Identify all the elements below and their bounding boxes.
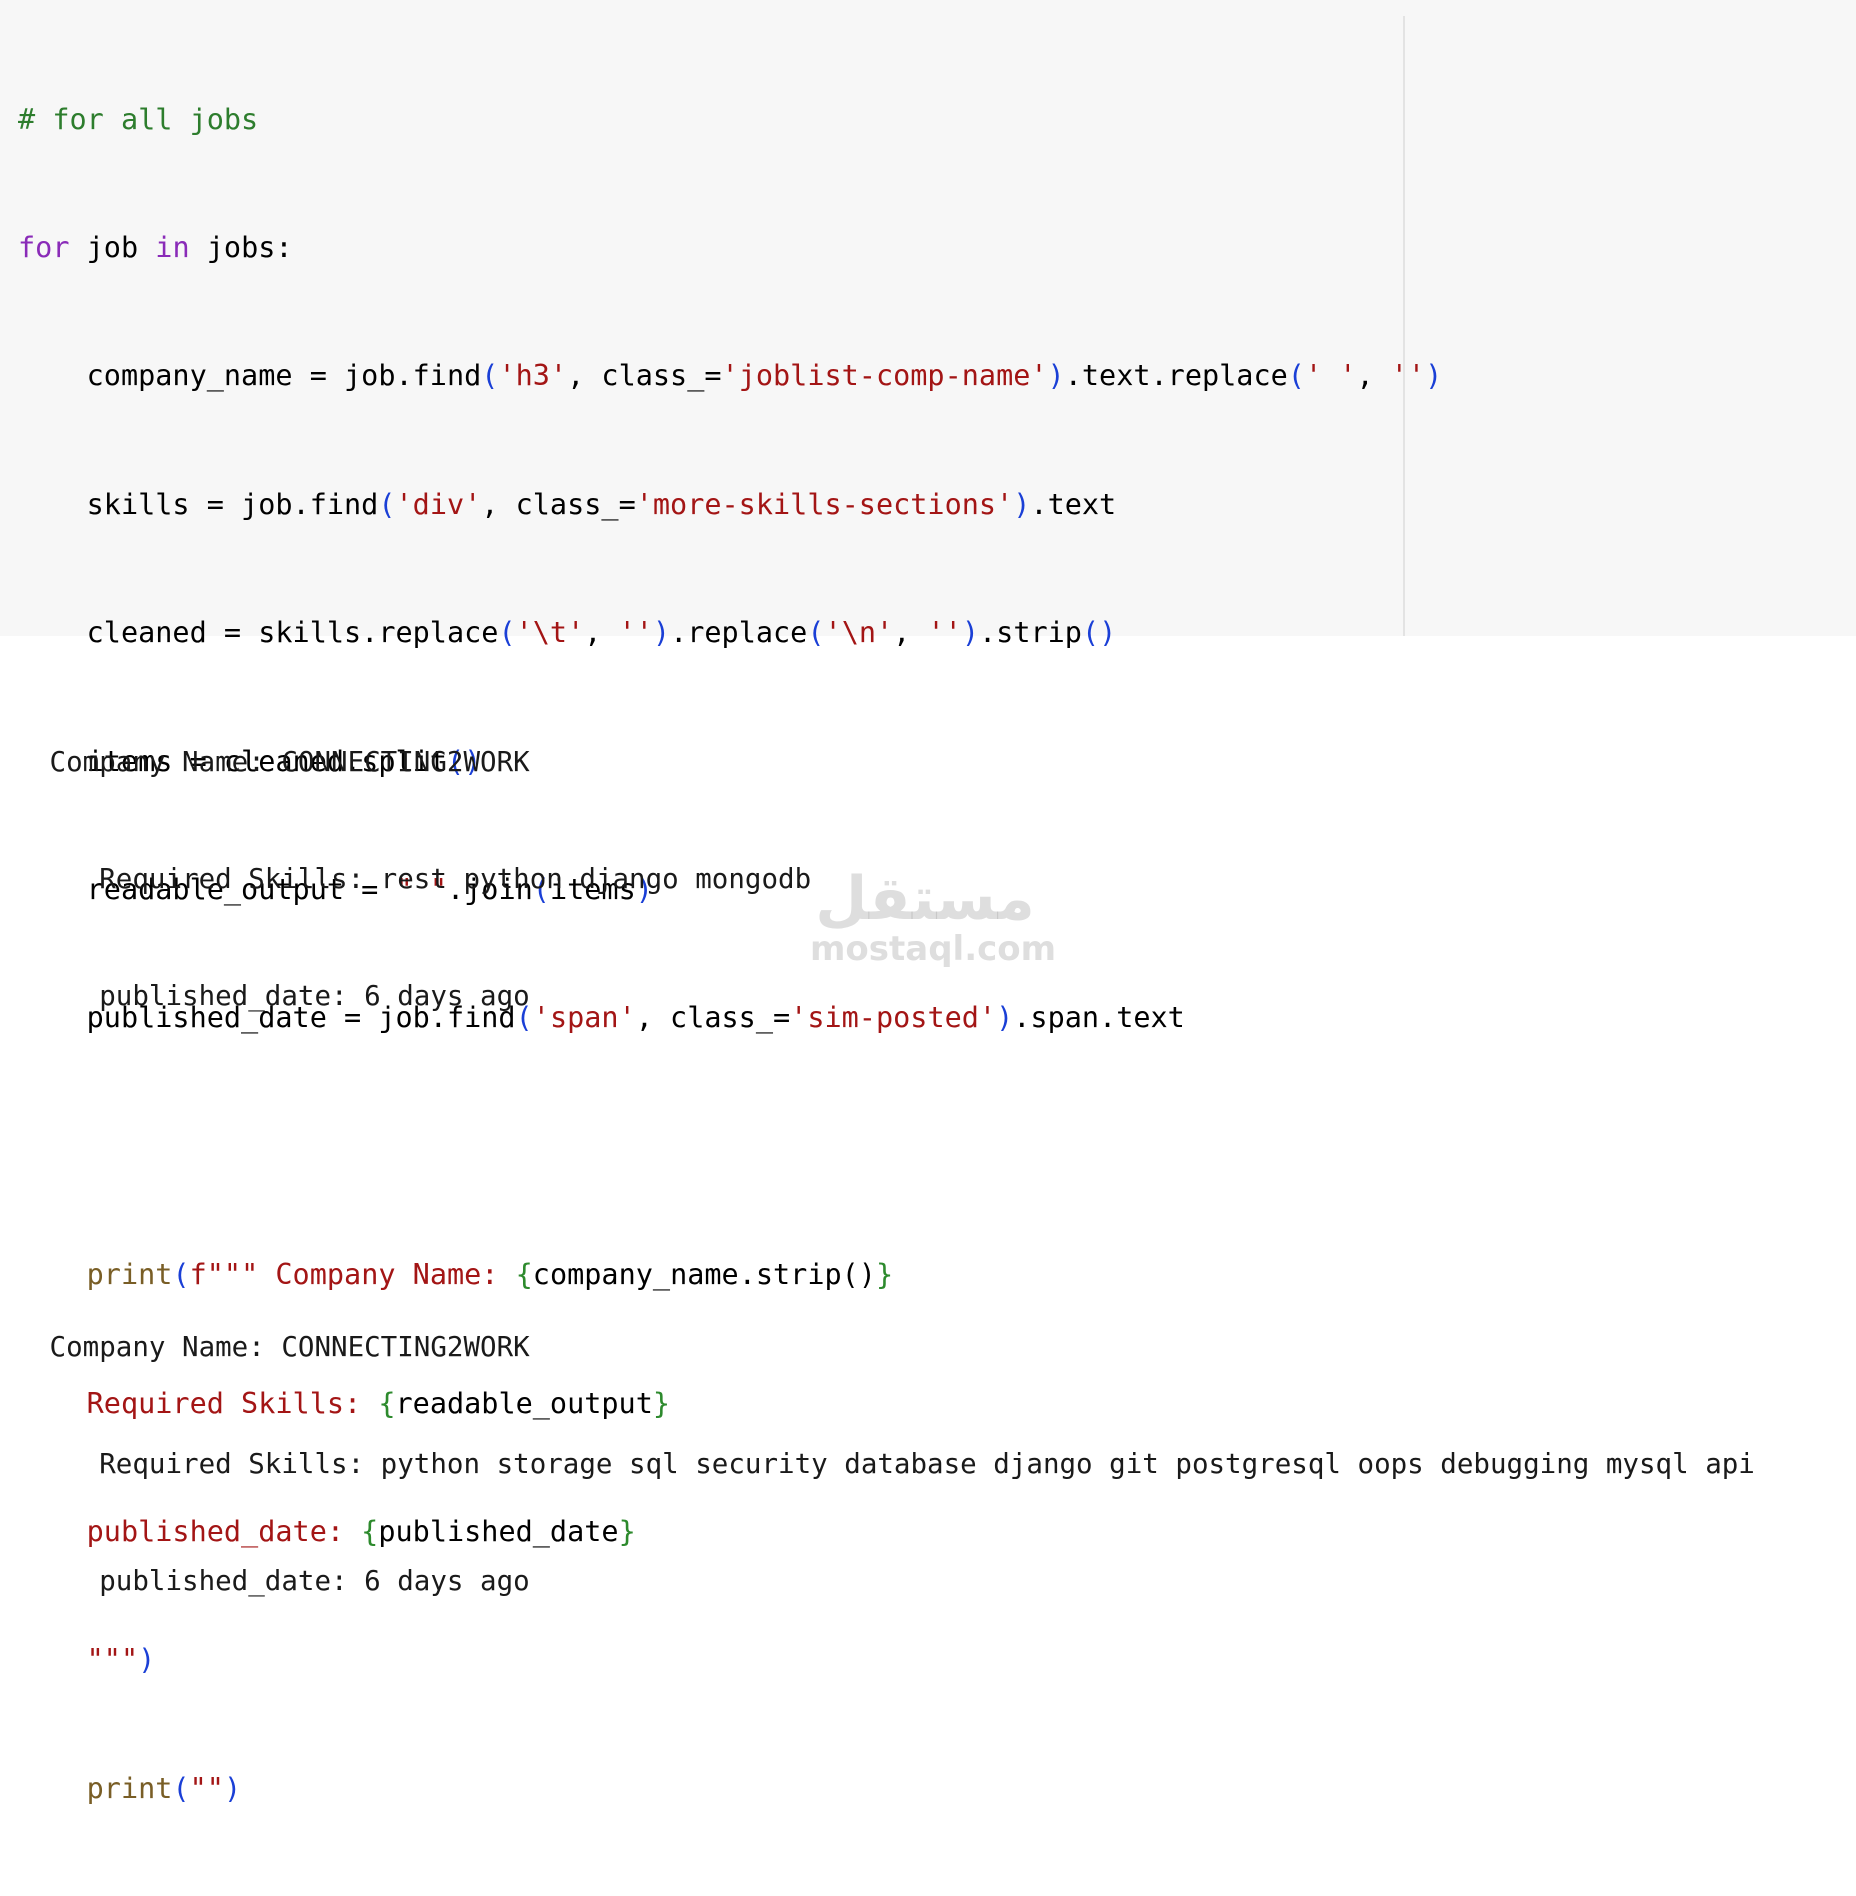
paren: ) [635,872,653,906]
code-line: cleaned = skills.replace('\t', '').repla… [18,612,1442,655]
output-company-line: Company Name: CONNECTING2WORK [33,746,530,778]
paren: ) [1047,359,1065,393]
code-line: print("") [18,1768,1442,1811]
code-token: readable_output = [18,872,396,906]
code-token: , class_= [567,359,722,393]
code-token: .strip [979,616,1082,650]
code-token: , [893,616,928,650]
string-literal: 'joblist-comp-name' [721,359,1048,393]
code-token: jobs: [189,230,293,264]
code-token: .replace [670,616,808,650]
cell-output: Company Name: CONNECTING2WORK Required S… [33,665,1755,1640]
code-line: company_name = job.find('h3', class_='jo… [18,355,1443,398]
paren: ( [532,872,550,906]
output-blank-line [33,1094,1755,1133]
code-token: items [549,872,636,906]
code-token: items = cleaned.split [18,744,447,778]
code-token: job [69,230,156,264]
code-token: , [1356,359,1391,393]
string-literal: 'h3' [498,359,568,393]
output-skills-line: Required Skills: rest python django mong… [33,863,812,895]
code-token: .text [1030,487,1117,521]
code-line: skills = job.find('div', class_='more-sk… [18,484,1442,527]
output-date-line: published_date: 6 days ago [33,980,530,1012]
code-token: , [584,616,619,650]
fstring-literal: """ [18,1643,139,1677]
output-blank-line [33,1211,1755,1250]
string-literal: '' [927,616,962,650]
string-literal: 'div' [395,487,482,521]
paren: ( [481,359,499,393]
code-cell[interactable]: # for all jobs for job in jobs: company_… [0,0,1856,1805]
string-literal: "" [189,1771,224,1805]
code-line: # for all jobs [18,99,1442,142]
paren: ) [1425,359,1443,393]
keyword-for: for [18,230,70,264]
string-literal: ' ' [1304,359,1357,393]
paren: ( [498,616,516,650]
output-skills-line: Required Skills: python storage sql secu… [33,1448,1755,1480]
code-line: for job in jobs: [18,227,1442,270]
string-literal: 'more-skills-sections' [635,487,1014,521]
output-company-line: Company Name: CONNECTING2WORK [33,1331,530,1363]
code-token: company_name = job.find [18,359,482,393]
code-token: .join [446,872,533,906]
code-line: items = cleaned.split() [18,741,1442,784]
code-token: , class_= [481,487,636,521]
code-line: readable_output = " ".join(items) [18,869,1442,912]
paren: ) [138,1643,156,1677]
paren: ( [378,487,396,521]
line-length-ruler [1403,16,1405,636]
keyword-in: in [155,230,190,264]
string-literal: " " [395,872,447,906]
code-token: cleaned = skills.replace [18,616,499,650]
paren: () [446,744,482,778]
code-token: skills = job.find [18,487,379,521]
paren: ) [652,616,671,650]
string-literal: '' [618,616,653,650]
paren: ) [223,1771,242,1805]
code-token: .text.replace [1064,359,1288,393]
paren: ) [961,616,979,650]
string-literal: '' [1390,359,1426,393]
paren: ( [807,616,825,650]
string-literal: '\n' [824,616,894,650]
code-comment: # for all jobs [18,102,259,136]
output-date-line: published_date: 6 days ago [33,1565,530,1597]
paren: () [1081,616,1117,650]
paren: ) [1013,487,1031,521]
paren: ( [1287,359,1305,393]
paren: ( [172,1771,190,1805]
string-literal: '\t' [515,616,585,650]
builtin-print: print [86,1771,173,1805]
code-line: """) [18,1639,1442,1682]
